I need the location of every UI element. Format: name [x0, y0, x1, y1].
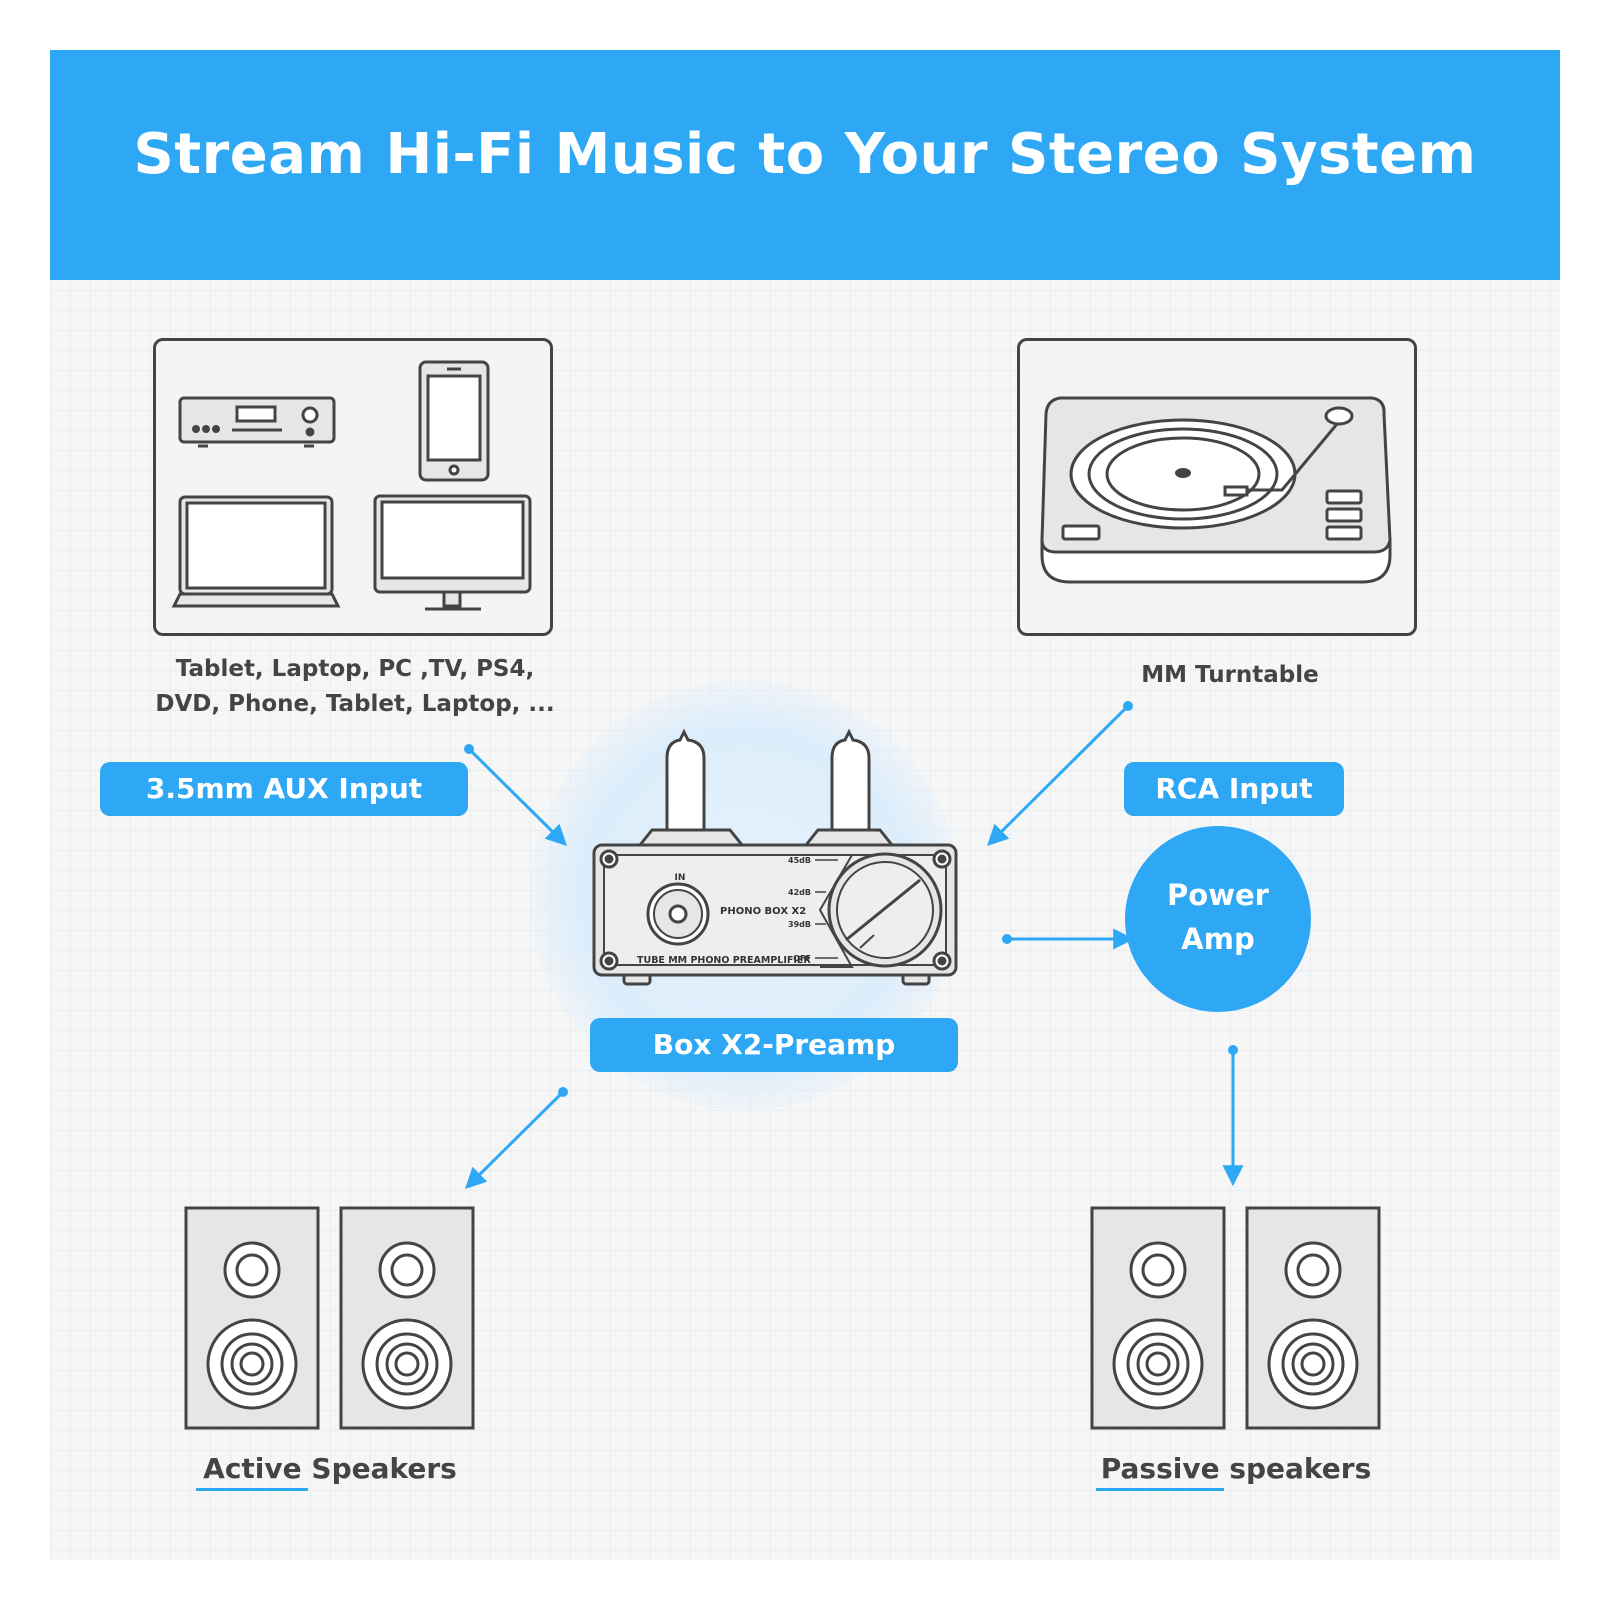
- aux-input-label: 3.5mm AUX Input: [100, 762, 468, 816]
- gain-45-label: 45dB: [788, 856, 811, 865]
- gain-39-label: 39dB: [788, 920, 811, 929]
- connection-arrows: [464, 701, 1244, 1189]
- rca-input-label: RCA Input: [1124, 762, 1344, 816]
- phone-icon: [418, 360, 490, 482]
- digital-devices-caption: Tablet, Laptop, PC ,TV, PS4, DVD, Phone,…: [130, 652, 580, 722]
- av-receiver-icon: [178, 396, 336, 448]
- laptop-icon: [171, 495, 341, 608]
- digital-devices-caption-line1: Tablet, Laptop, PC ,TV, PS4,: [175, 656, 535, 682]
- power-amp-line1: Power: [1167, 878, 1269, 912]
- title-banner: Stream Hi-Fi Music to Your Stereo System: [50, 50, 1560, 280]
- power-amp-line2: Amp: [1181, 922, 1255, 956]
- preamp-label: Box X2-Preamp: [590, 1018, 958, 1072]
- passive-speaker-left-icon: [1090, 1206, 1226, 1430]
- right-tube-icon: [830, 728, 871, 832]
- preamp-desc-label: TUBE MM PHONO PREAMPLIFIER: [637, 955, 811, 966]
- page-title: Stream Hi-Fi Music to Your Stereo System: [133, 122, 1477, 187]
- preamp-to-active-arrow: [465, 1090, 565, 1189]
- power-amp-node: Power Amp: [1125, 826, 1311, 1012]
- monitor-icon: [373, 494, 532, 611]
- turntable-icon: [1040, 396, 1392, 584]
- preamp-front-text: IN PHONO BOX X2 TUBE MM PHONO PREAMPLIFI…: [637, 856, 811, 966]
- passive-speakers-caption: Passive speakers: [1100, 1452, 1372, 1485]
- turntable-caption: MM Turntable: [1141, 662, 1319, 688]
- passive-speakers-underline: [1096, 1488, 1224, 1491]
- preamp-in-label: IN: [675, 873, 686, 883]
- active-speaker-right-icon: [339, 1206, 475, 1430]
- passive-speaker-right-icon: [1245, 1206, 1381, 1430]
- left-tube-icon: [665, 728, 706, 832]
- preamp-device-icon: [592, 728, 958, 986]
- gain-42-label: 42dB: [788, 888, 811, 897]
- rca-arrow: [987, 704, 1130, 846]
- active-speakers-underline: [196, 1488, 308, 1491]
- aux-arrow: [467, 747, 567, 846]
- gain-off-label: OFF: [793, 954, 811, 963]
- active-speakers-caption: Active Speakers: [203, 1452, 457, 1485]
- digital-devices-caption-line2: DVD, Phone, Tablet, Laptop, ...: [155, 691, 555, 717]
- active-speaker-left-icon: [184, 1206, 320, 1430]
- passive-speakers-icon: [1090, 1206, 1381, 1430]
- preamp-model-label: PHONO BOX X2: [720, 906, 806, 917]
- active-speakers-icon: [184, 1206, 475, 1430]
